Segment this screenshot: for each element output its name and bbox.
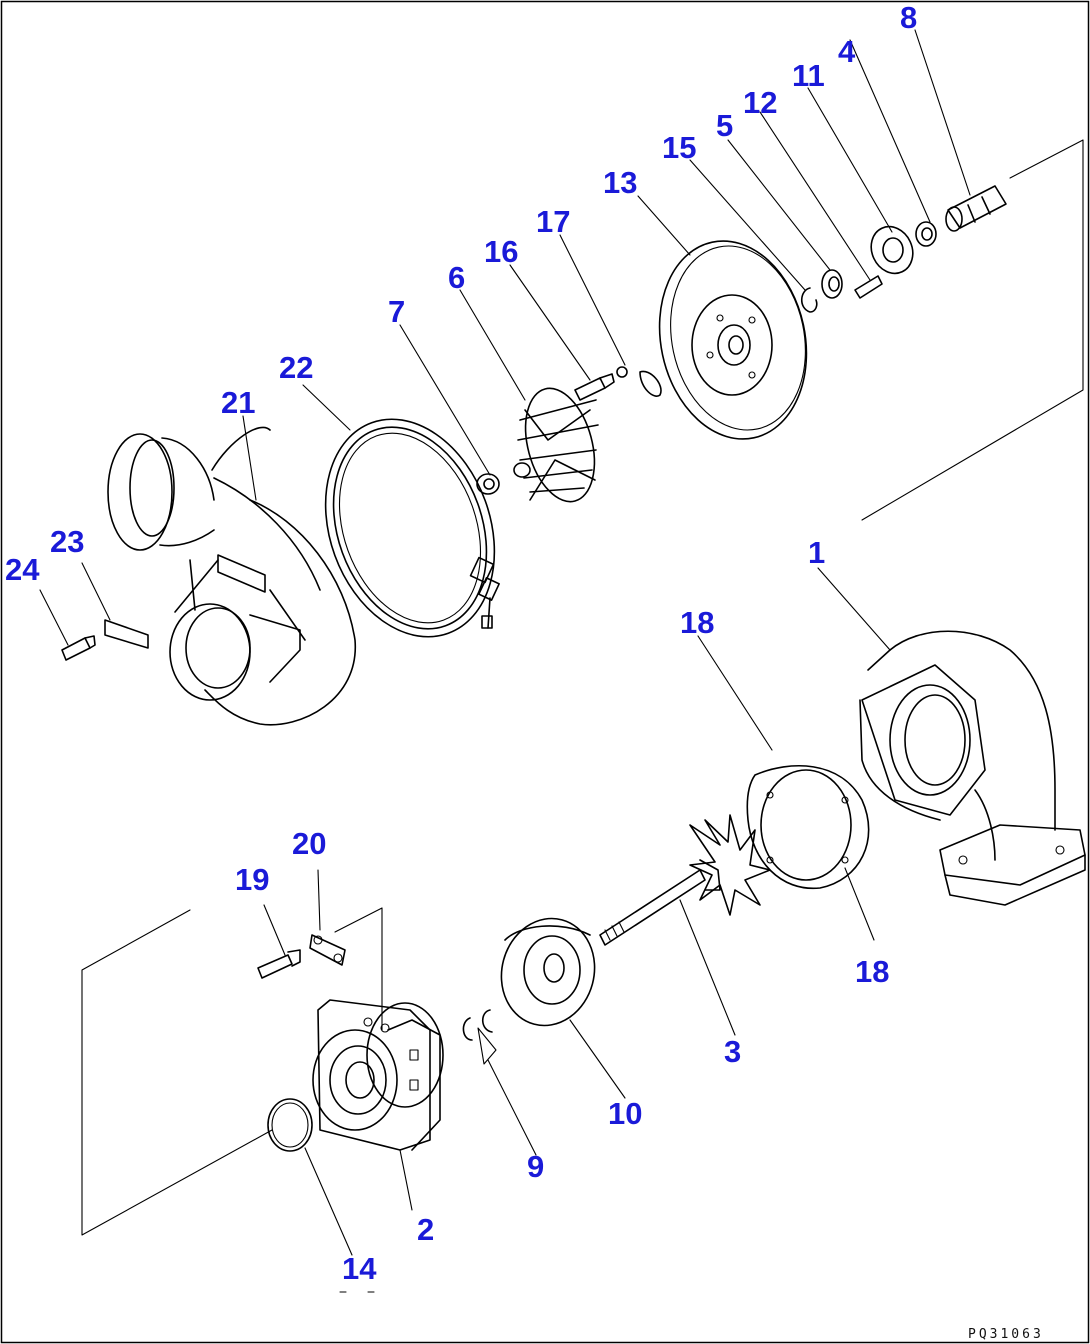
part-heat-shield — [500, 917, 596, 1027]
leader-lines — [39, 29, 971, 1293]
label-part-16: 16 — [484, 234, 518, 269]
part-compressor-cover — [107, 426, 356, 726]
part-vband-clamp — [324, 418, 500, 638]
part-thrust-collar — [821, 269, 843, 299]
part-snap-rings-9 — [462, 1009, 497, 1065]
label-part-22: 22 — [279, 350, 313, 385]
part-nut — [476, 473, 500, 495]
label-part-21: 21 — [221, 385, 255, 420]
assembly-frame-upper — [861, 139, 1084, 521]
part-lock-plate-20 — [309, 934, 346, 966]
label-part-17: 17 — [536, 204, 570, 239]
label-part-6: 6 — [448, 260, 465, 295]
label-part-10: 10 — [608, 1096, 642, 1131]
label-part-23: 23 — [50, 524, 84, 559]
part-turbine-housing — [859, 630, 1086, 906]
part-ring — [915, 221, 937, 247]
label-part-11: 11 — [792, 58, 825, 93]
part-backplate — [658, 240, 808, 440]
part-pin — [854, 275, 883, 299]
label-part-8: 8 — [900, 0, 917, 35]
part-thrust-bearing — [870, 225, 914, 275]
label-part-1: 1 — [808, 535, 825, 570]
part-turbine-shaft — [599, 814, 771, 946]
label-part-20: 20 — [292, 826, 326, 861]
part-gasket — [746, 765, 870, 890]
label-part-12: 12 — [743, 85, 777, 120]
label-part-5: 5 — [716, 108, 733, 143]
label-part-7: 7 — [388, 294, 405, 329]
part-plate-23 — [104, 619, 149, 649]
part-bolt-16 — [574, 373, 615, 401]
part-snap-ring — [800, 287, 818, 313]
part-lock-plate — [616, 366, 662, 397]
part-bolt-19 — [257, 949, 301, 979]
drawing-code: PQ31063 — [968, 1327, 1044, 1342]
label-part-3: 3 — [724, 1034, 741, 1069]
label-part-15: 15 — [662, 130, 696, 165]
label-part-14: 14 — [342, 1251, 377, 1286]
part-bolt-24 — [61, 635, 96, 661]
label-part-4: 4 — [838, 34, 856, 69]
part-labels: 1 2 3 4 5 6 7 8 9 10 11 12 13 14 15 16 1… — [5, 0, 917, 1286]
part-sleeve — [945, 185, 1007, 232]
label-part-18-top: 18 — [680, 605, 714, 640]
part-o-ring — [267, 1098, 313, 1152]
part-center-housing — [312, 999, 444, 1151]
label-part-2: 2 — [417, 1212, 434, 1247]
label-part-24: 24 — [5, 552, 40, 587]
label-part-13: 13 — [603, 165, 637, 200]
assembly-frame-lower — [81, 907, 383, 1236]
label-part-18-bottom: 18 — [855, 954, 889, 989]
part-compressor-wheel — [513, 387, 599, 503]
label-part-19: 19 — [235, 862, 269, 897]
label-part-9: 9 — [527, 1149, 544, 1184]
